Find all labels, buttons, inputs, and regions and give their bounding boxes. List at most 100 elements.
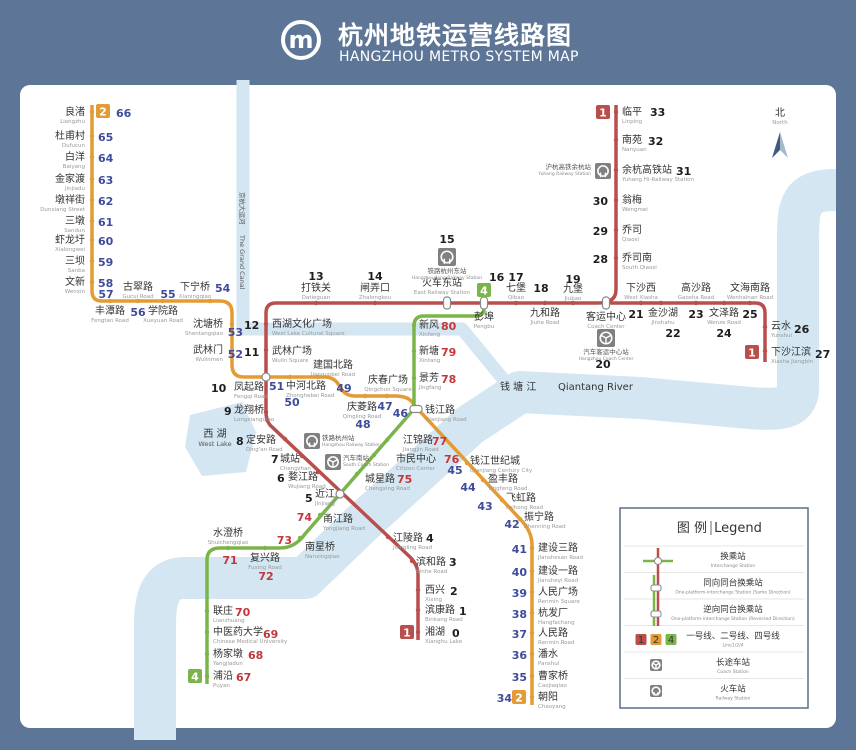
station-marker[interactable] [229,347,235,353]
one-platform-interchange-marker[interactable] [442,296,452,310]
one-platform-interchange-marker[interactable] [479,296,489,310]
station-marker[interactable] [464,460,470,466]
station-marker[interactable] [229,321,235,327]
interchange-marker[interactable] [261,372,271,382]
station-marker[interactable] [299,453,305,459]
station-marker[interactable] [513,300,519,306]
station-marker[interactable] [263,321,269,327]
station-marker[interactable] [415,587,421,593]
station-marker[interactable] [613,167,619,173]
station-marker[interactable] [529,630,535,636]
station-marker[interactable] [89,279,95,285]
station-marker[interactable] [638,300,644,306]
station-marker[interactable] [411,322,417,328]
station-marker[interactable] [89,197,95,203]
station-marker[interactable] [529,651,535,657]
station-marker[interactable] [415,629,421,635]
station-marker[interactable] [262,545,268,551]
station-marker[interactable] [362,393,368,399]
station-marker[interactable] [89,133,95,139]
station-marker[interactable] [317,512,323,518]
interchange-marker[interactable] [335,489,345,499]
station-marker[interactable] [480,477,486,483]
station-marker[interactable] [225,545,231,551]
station-marker[interactable] [282,436,288,442]
station-marker[interactable] [411,348,417,354]
station-marker[interactable] [529,589,535,595]
station-marker[interactable] [762,324,768,330]
station-marker[interactable] [721,300,727,306]
station-marker[interactable] [517,516,523,522]
station-marker[interactable] [207,298,213,304]
station-marker[interactable] [263,409,269,415]
station-marker[interactable] [354,471,360,477]
station-marker[interactable] [107,298,113,304]
station-marker[interactable] [372,300,378,306]
station-marker[interactable] [542,300,548,306]
station-marker[interactable] [384,437,390,443]
station-marker[interactable] [204,673,210,679]
station-marker[interactable] [613,197,619,203]
station-marker[interactable] [89,237,95,243]
station-marker[interactable] [570,300,576,306]
station-marker[interactable] [263,347,269,353]
station-marker[interactable] [529,568,535,574]
station-marker[interactable] [89,218,95,224]
station-marker[interactable] [411,375,417,381]
station-marker[interactable] [160,298,166,304]
station-marker[interactable] [297,535,303,541]
station-marker[interactable] [204,608,210,614]
station-marker[interactable] [313,300,319,306]
station-marker[interactable] [529,610,535,616]
station-marker[interactable] [89,109,95,115]
